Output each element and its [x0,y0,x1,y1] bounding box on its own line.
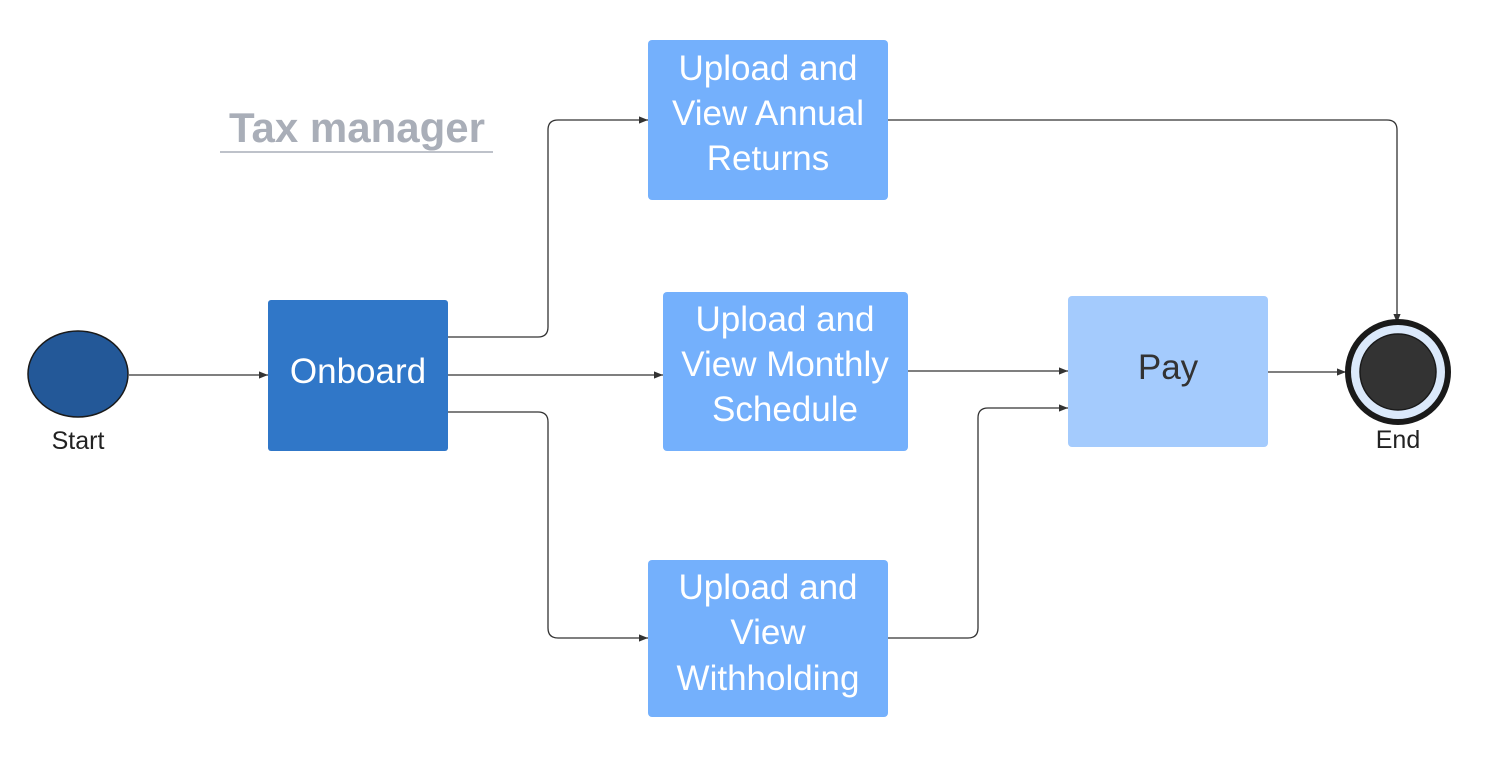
upload-view-withholding-node [648,560,888,717]
connector-onboard-to-annual [448,116,648,338]
pay-node [1068,296,1268,447]
diagram-title: Tax manager [229,104,485,151]
upload-view-monthly-schedule-node [663,292,908,451]
pay-label: Pay [1138,348,1199,387]
start-label: Start [52,427,105,455]
monthly-label-line-3: Schedule [712,390,858,429]
annual-label-line-3: Returns [707,139,830,178]
upload-view-annual-returns-node [648,40,888,200]
monthly-label-line-1: Upload and [695,300,874,339]
start-node [27,330,129,418]
monthly-label-line-2: View Monthly [681,345,889,384]
withholding-label-line-1: Upload and [678,568,857,607]
withholding-label-line-3: Withholding [677,659,860,698]
annual-label-line-1: Upload and [678,49,857,88]
annual-label-line-2: View Annual [672,94,864,133]
connector-annual-to-end [888,119,1401,323]
withholding-label-line-2: View [730,613,806,652]
onboard-node [268,300,448,451]
end-node-core [1359,333,1437,411]
connector-onboard-to-withholding [448,411,648,642]
end-label: End [1376,426,1420,454]
onboard-label: Onboard [290,352,426,391]
connector-withholding-to-pay [888,404,1068,639]
